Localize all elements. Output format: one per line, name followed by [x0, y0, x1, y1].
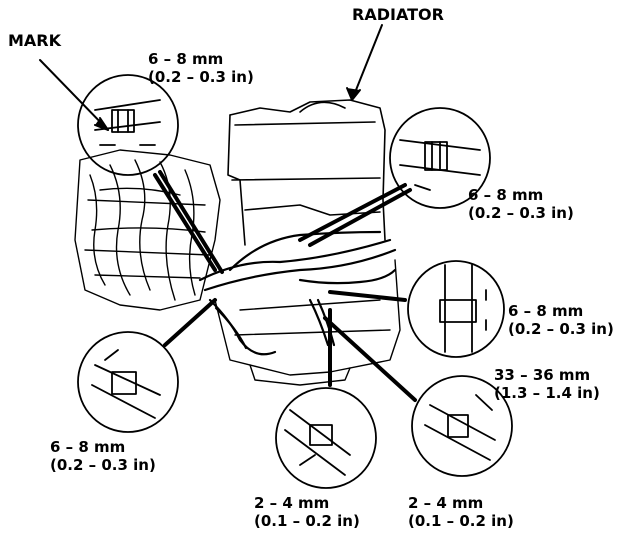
- spec-bottom-center-metric: 2 – 4 mm: [254, 494, 330, 512]
- detail-circle-bottom-right: [411, 375, 513, 477]
- spec-mid-right-imperial: (0.2 – 0.3 in): [508, 320, 614, 338]
- spec-bottom-right-metric: 2 – 4 mm: [408, 494, 484, 512]
- detail-circle-bottom-left: [77, 331, 179, 433]
- pointer-arrows: [39, 24, 383, 131]
- spec-right-long: 33 – 36 mm (1.3 – 1.4 in): [494, 366, 600, 402]
- spec-top-right: 6 – 8 mm (0.2 – 0.3 in): [468, 186, 574, 222]
- spec-right-long-imperial: (1.3 – 1.4 in): [494, 384, 600, 402]
- spec-top-left-metric: 6 – 8 mm: [148, 50, 224, 68]
- radiator-label: RADIATOR: [352, 5, 444, 24]
- spec-bottom-left-metric: 6 – 8 mm: [50, 438, 126, 456]
- engine-block: [74, 149, 221, 311]
- spec-top-left: 6 – 8 mm (0.2 – 0.3 in): [148, 50, 254, 86]
- spec-top-right-metric: 6 – 8 mm: [468, 186, 544, 204]
- leader-lines: [153, 170, 417, 402]
- spec-bottom-left-imperial: (0.2 – 0.3 in): [50, 456, 156, 474]
- detail-circle-top-right: [389, 107, 491, 209]
- radiator-body: [227, 99, 386, 246]
- detail-circle-top-left: [77, 74, 179, 176]
- spec-mid-right-metric: 6 – 8 mm: [508, 302, 584, 320]
- spec-bottom-right: 2 – 4 mm (0.1 – 0.2 in): [408, 494, 514, 530]
- spec-bottom-center-imperial: (0.1 – 0.2 in): [254, 512, 360, 530]
- spec-right-long-metric: 33 – 36 mm: [494, 366, 591, 384]
- spec-bottom-center: 2 – 4 mm (0.1 – 0.2 in): [254, 494, 360, 530]
- spec-bottom-left: 6 – 8 mm (0.2 – 0.3 in): [50, 438, 156, 474]
- spec-top-right-imperial: (0.2 – 0.3 in): [468, 204, 574, 222]
- spec-bottom-right-imperial: (0.1 – 0.2 in): [408, 512, 514, 530]
- detail-circle-bottom-center: [275, 387, 377, 489]
- spec-mid-right: 6 – 8 mm (0.2 – 0.3 in): [508, 302, 614, 338]
- mark-label: MARK: [8, 31, 62, 50]
- hoses: [198, 230, 397, 356]
- spec-top-left-imperial: (0.2 – 0.3 in): [148, 68, 254, 86]
- detail-circle-mid-right: [407, 260, 505, 358]
